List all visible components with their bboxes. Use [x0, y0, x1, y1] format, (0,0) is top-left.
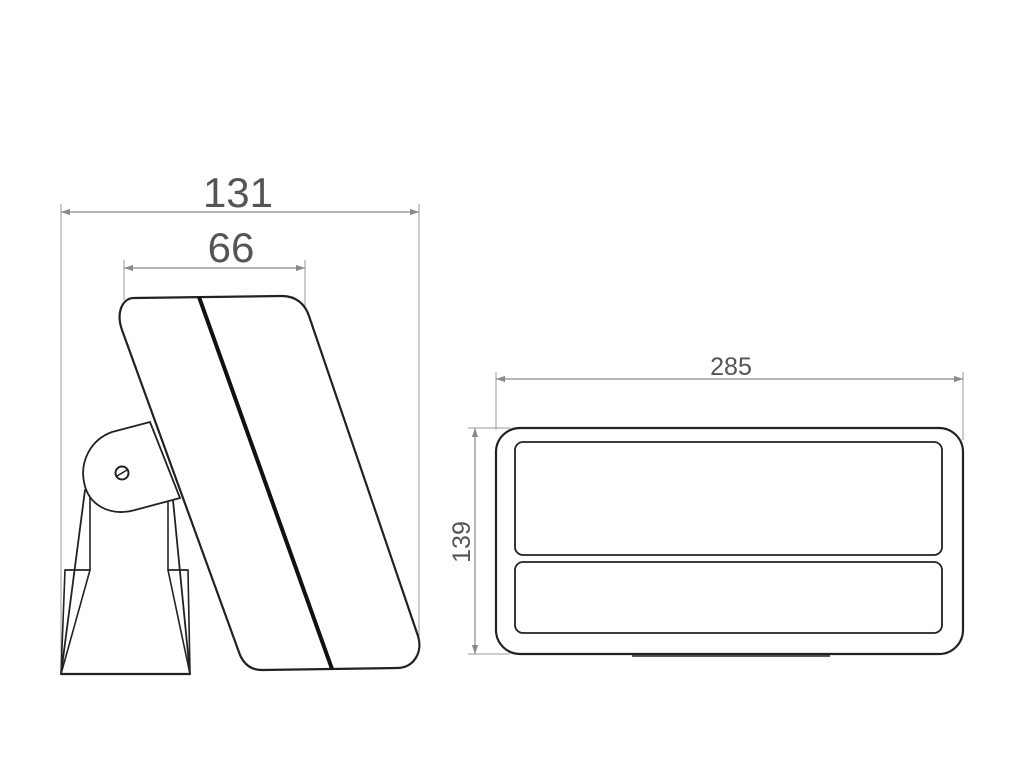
front-view: 285 139	[448, 353, 965, 657]
light-panel-side	[118, 294, 421, 672]
panel-seam	[197, 296, 334, 670]
dim-label-285: 285	[710, 353, 752, 381]
light-housing-front	[494, 426, 965, 657]
mounting-base	[59, 489, 191, 676]
side-view: 131 66	[59, 169, 421, 676]
dim-label-131: 131	[203, 169, 273, 216]
upper-panel	[514, 441, 943, 556]
screw-icon	[114, 465, 130, 481]
pivot-arm	[82, 420, 182, 513]
dim-label-66: 66	[208, 224, 255, 271]
lower-panel	[514, 561, 943, 634]
dim-label-139: 139	[448, 521, 476, 563]
